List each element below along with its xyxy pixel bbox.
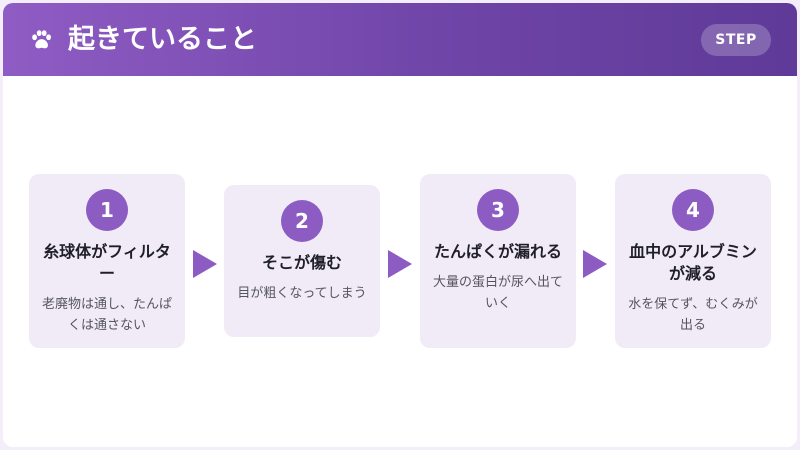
page-title: 起きていること bbox=[68, 24, 257, 55]
step-title: たんぱくが漏れる bbox=[433, 242, 562, 261]
step-card-2: 2 そこが傷む 目が粗くなってしまう bbox=[224, 185, 380, 337]
header-bar: 起きていること STEP bbox=[3, 3, 797, 76]
arrow-icon bbox=[388, 250, 412, 278]
step-title: 血中のアルブミンが減る bbox=[629, 242, 757, 283]
step-number: 2 bbox=[281, 200, 323, 242]
step-title: 糸球体がフィルター bbox=[43, 242, 171, 283]
step-title: そこが傷む bbox=[261, 253, 342, 272]
step-description: 水を保てず、むくみが出る bbox=[628, 297, 758, 333]
step-card-3: 3 たんぱくが漏れる 大量の蛋白が尿へ出ていく bbox=[420, 174, 576, 348]
step-number: 1 bbox=[86, 189, 128, 231]
arrow-icon bbox=[583, 250, 607, 278]
paw-icon bbox=[32, 30, 51, 49]
step-description: 老廃物は通し、たんぱくは通さない bbox=[41, 297, 172, 333]
step-card-4: 4 血中のアルブミンが減る 水を保てず、むくみが出る bbox=[615, 174, 771, 348]
step-description: 目が粗くなってしまう bbox=[237, 286, 367, 301]
step-number: 4 bbox=[672, 189, 714, 231]
slide-frame: 起きていること STEP 1 糸球体がフィルター 老廃物は通し、たんぱくは通さな… bbox=[3, 3, 797, 447]
step-card-1: 1 糸球体がフィルター 老廃物は通し、たんぱくは通さない bbox=[29, 174, 185, 348]
arrow-icon bbox=[193, 250, 217, 278]
step-description: 大量の蛋白が尿へ出ていく bbox=[432, 275, 563, 311]
step-number: 3 bbox=[477, 189, 519, 231]
step-badge: STEP bbox=[701, 24, 771, 56]
